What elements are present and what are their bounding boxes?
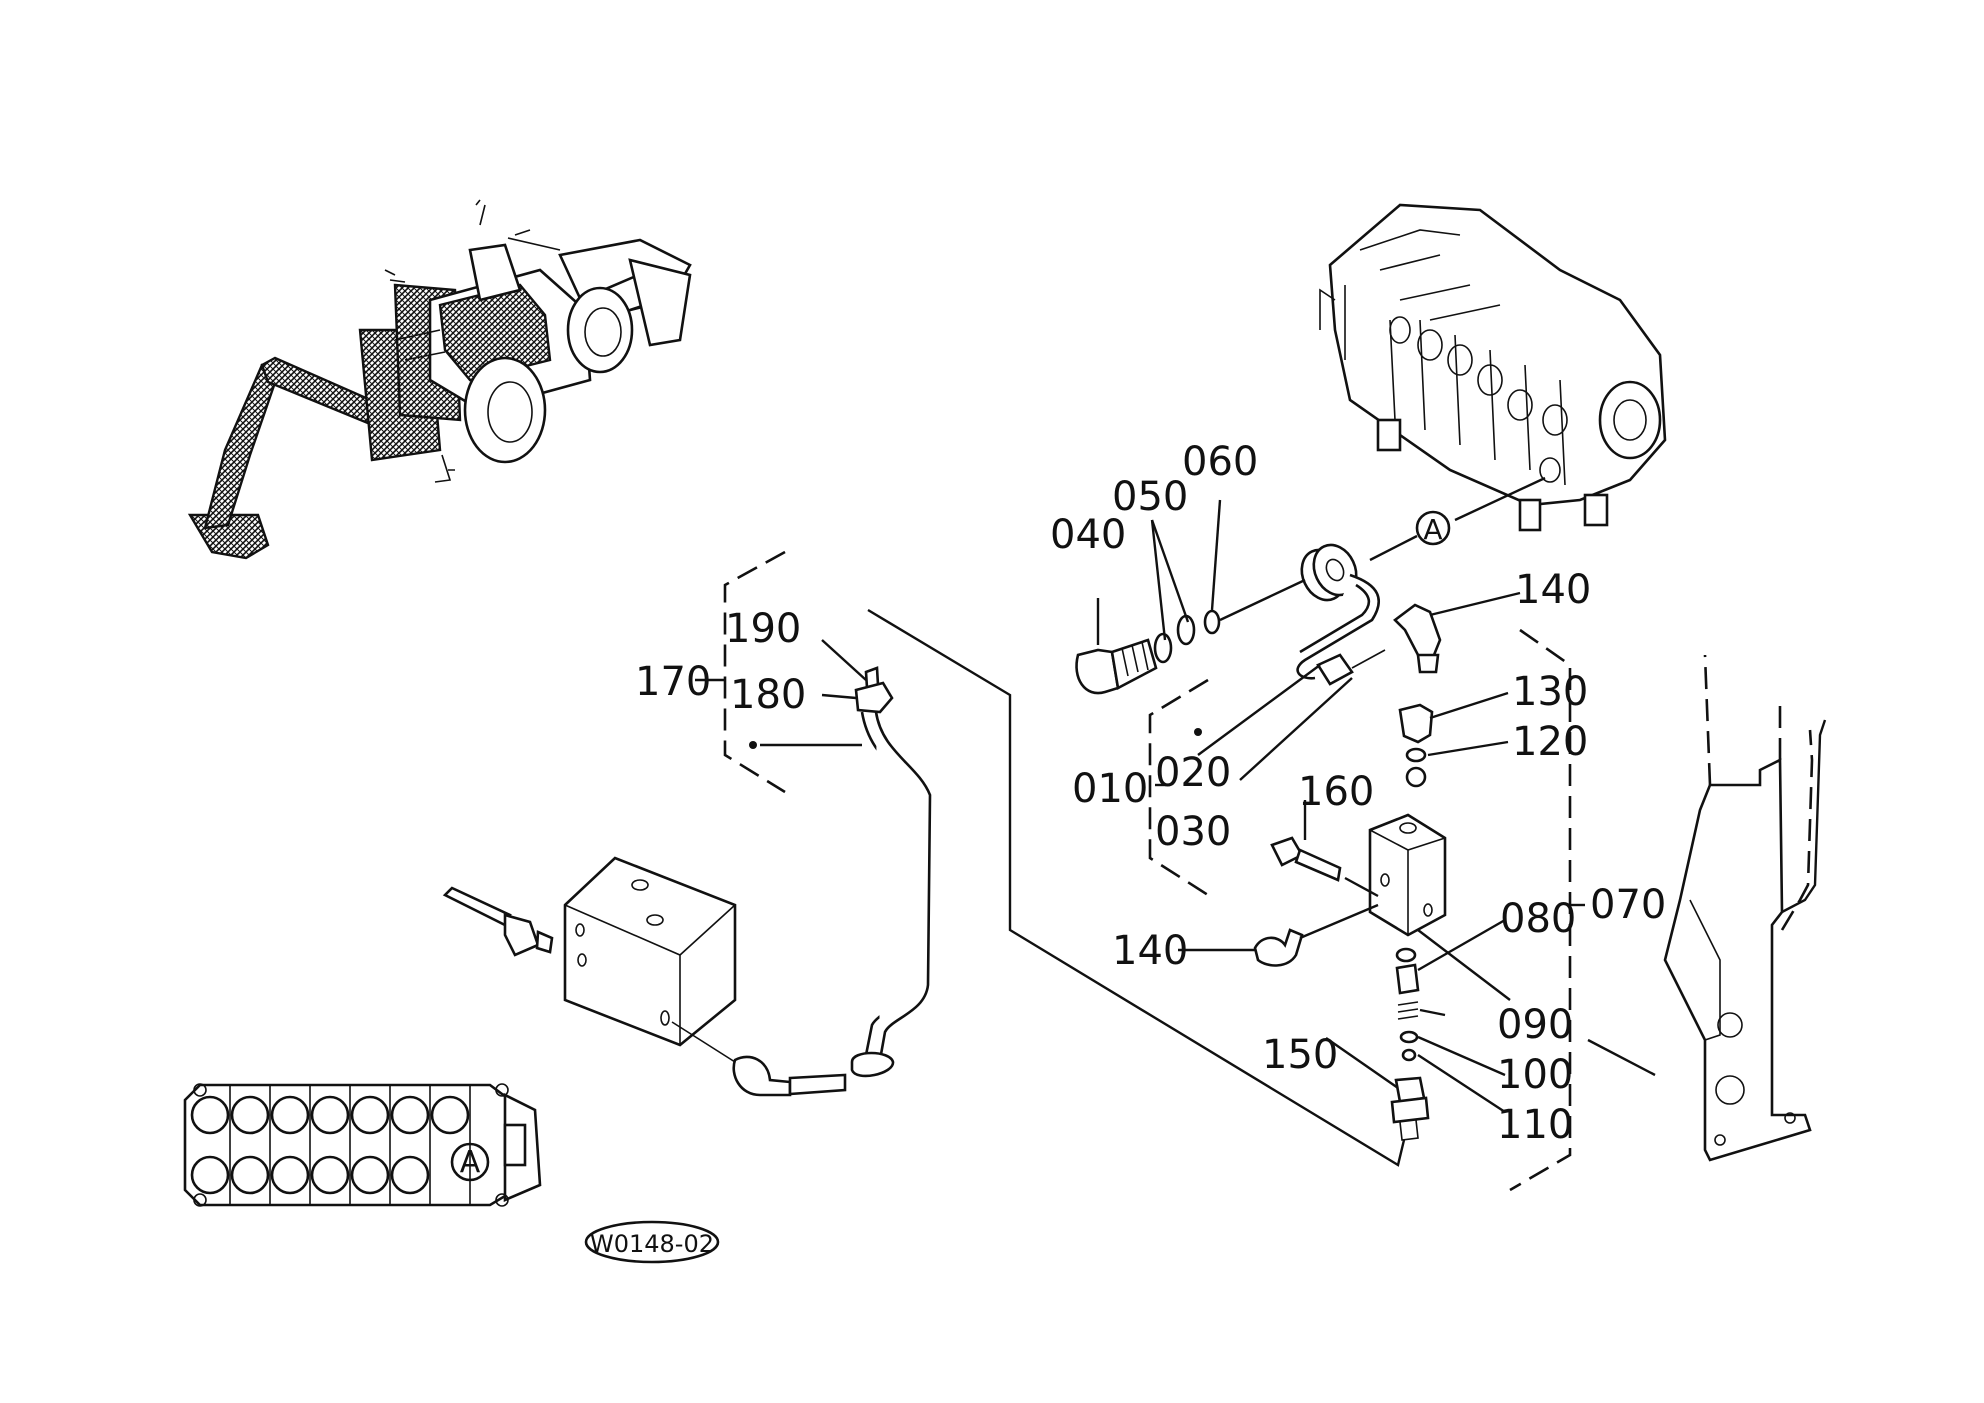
label-080: 080 bbox=[1500, 896, 1576, 942]
label-100: 100 bbox=[1497, 1052, 1573, 1098]
spool-circle bbox=[190, 1095, 230, 1135]
poppet-080 bbox=[1395, 963, 1420, 995]
control-valve-assembly bbox=[1319, 203, 1667, 532]
spool-circle bbox=[270, 1155, 310, 1195]
side-fitting bbox=[442, 886, 554, 957]
label-160: 160 bbox=[1298, 769, 1374, 815]
bolt-160 bbox=[1270, 836, 1342, 882]
marker-a-leader bbox=[1454, 476, 1546, 522]
oring-050b bbox=[1176, 614, 1196, 646]
spool-circle bbox=[390, 1155, 430, 1195]
label-050: 050 bbox=[1112, 474, 1188, 520]
valve-body bbox=[563, 856, 737, 1047]
label-060: 060 bbox=[1182, 439, 1258, 485]
oring-080 bbox=[1395, 947, 1417, 963]
spool-circle bbox=[230, 1095, 270, 1135]
shim-100 bbox=[1399, 1030, 1419, 1044]
oring-050a bbox=[1153, 632, 1173, 664]
elbow-140-lower bbox=[1253, 928, 1304, 967]
label-190: 190 bbox=[725, 606, 801, 652]
oring-120 bbox=[1405, 747, 1427, 763]
spool-circle bbox=[230, 1155, 270, 1195]
label-030: 030 bbox=[1155, 809, 1231, 855]
label-040: 040 bbox=[1050, 512, 1126, 558]
spool-circle bbox=[310, 1095, 350, 1135]
valve-bank-top-view bbox=[183, 1083, 542, 1207]
spool-circle bbox=[190, 1155, 230, 1195]
marker-a-circle bbox=[1415, 510, 1451, 546]
label-010: 010 bbox=[1072, 766, 1148, 812]
label-070: 070 bbox=[1590, 882, 1666, 928]
pipe-010 bbox=[1296, 543, 1386, 686]
valve-block-070 bbox=[1368, 813, 1447, 937]
spring-090 bbox=[1397, 1001, 1419, 1020]
group-170-bracket bbox=[723, 550, 786, 794]
seat-120 bbox=[1405, 766, 1427, 788]
oring-110 bbox=[1401, 1048, 1417, 1062]
elbow-140-upper bbox=[1393, 603, 1442, 674]
spool-circle bbox=[390, 1095, 430, 1135]
part-labels: 010 020 030 040 050 060 070 080 090 100 … bbox=[635, 439, 1666, 1148]
group-010-bracket bbox=[1148, 678, 1209, 897]
spool-circle bbox=[310, 1155, 350, 1195]
bank-marker-a: A bbox=[460, 1145, 481, 1180]
label-140-lower: 140 bbox=[1112, 928, 1188, 974]
label-180: 180 bbox=[730, 672, 806, 718]
group-070-bracket bbox=[1509, 628, 1572, 1192]
label-110: 110 bbox=[1497, 1102, 1573, 1148]
adjuster-150 bbox=[1390, 1076, 1430, 1141]
spool-circle bbox=[350, 1095, 390, 1135]
label-090: 090 bbox=[1497, 1002, 1573, 1048]
label-130: 130 bbox=[1512, 669, 1588, 715]
label-020: 020 bbox=[1155, 750, 1231, 796]
plug-040 bbox=[1075, 638, 1158, 695]
leader-lines bbox=[695, 499, 1585, 1114]
spool-circle bbox=[430, 1095, 470, 1135]
drawing-code: W0148-02 bbox=[590, 1230, 714, 1258]
marker-a-label: A bbox=[1423, 513, 1442, 546]
pipe-170 bbox=[850, 666, 932, 1078]
drawing-code-badge: W0148-02 bbox=[584, 1220, 720, 1264]
fitting-130 bbox=[1398, 703, 1434, 744]
label-140-upper: 140 bbox=[1515, 567, 1591, 613]
reference-line bbox=[867, 608, 1406, 1167]
bracket-plate bbox=[1663, 654, 1827, 1162]
label-170: 170 bbox=[635, 659, 711, 705]
oring-060 bbox=[1203, 609, 1221, 635]
backhoe-tractor-illustration bbox=[187, 199, 692, 560]
elbow-fitting bbox=[732, 1055, 847, 1097]
spool-circle bbox=[350, 1155, 390, 1195]
label-150: 150 bbox=[1262, 1032, 1338, 1078]
spool-circle bbox=[270, 1095, 310, 1135]
label-120: 120 bbox=[1512, 719, 1588, 765]
